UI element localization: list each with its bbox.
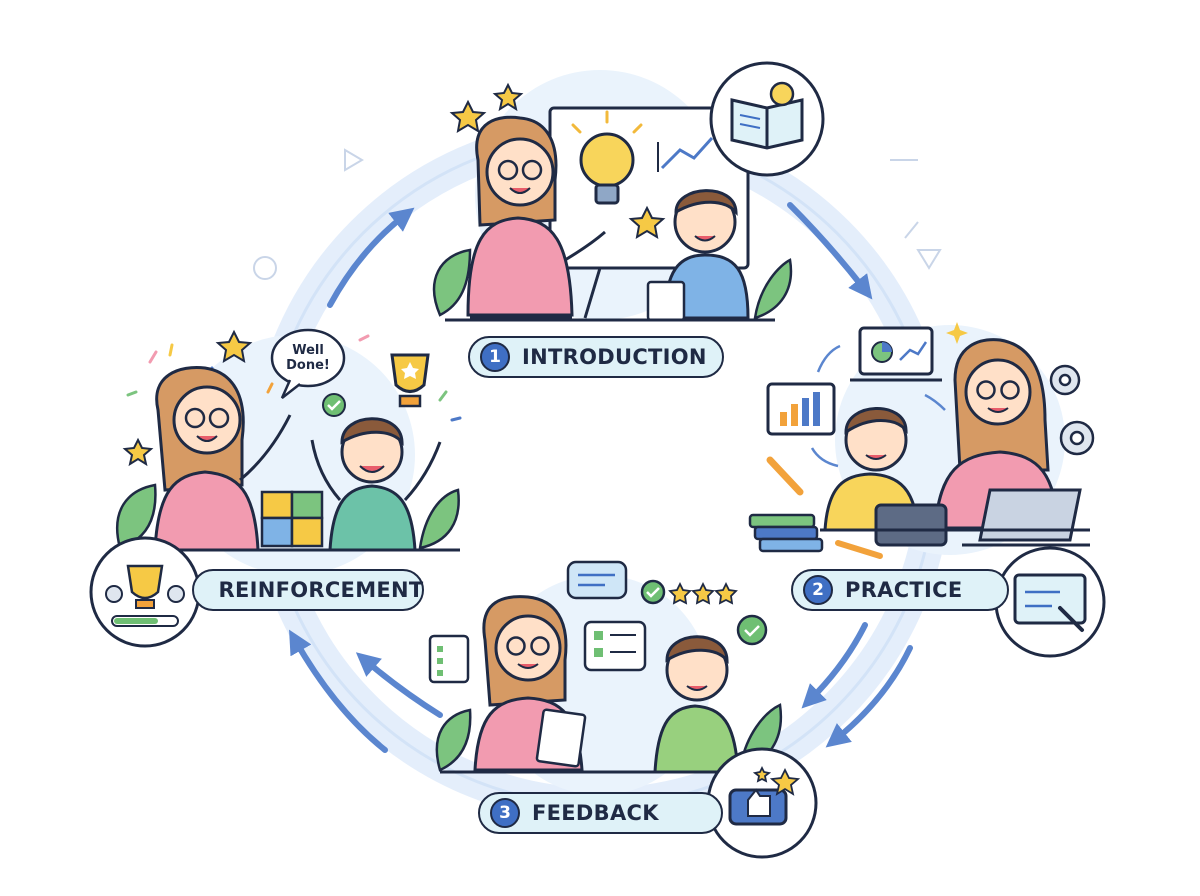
star-icon <box>215 329 253 363</box>
star-icon <box>449 99 487 133</box>
tablet-stylus-icon <box>994 546 1106 658</box>
speech-bubble-line: Well <box>292 343 324 358</box>
deco-triangle <box>916 249 942 270</box>
open-book-lightbulb-icon <box>709 61 825 177</box>
star-icon <box>628 205 666 239</box>
paper-icon <box>535 708 587 768</box>
stage-number-badge: 2 <box>803 575 833 605</box>
teacher-figure <box>473 595 587 772</box>
stage-label-text: FEEDBACK <box>532 801 659 825</box>
trend-line-icon <box>660 136 714 170</box>
arrow-practice-to-feedback-1 <box>801 622 868 709</box>
pencil-icon <box>835 540 883 559</box>
deco-circle <box>253 256 277 280</box>
arrow-feedback-to-reinforcement-1 <box>355 652 443 718</box>
trophy-gears-progress-icon <box>89 536 201 648</box>
notepad <box>646 280 686 322</box>
cycle-arrows <box>289 202 913 753</box>
puzzle-icon <box>260 490 324 548</box>
scene-reinforcement <box>110 328 462 575</box>
star-icon <box>122 437 154 467</box>
stage-label-introduction: 1 INTRODUCTION <box>468 336 724 378</box>
check-icon <box>322 393 346 417</box>
student-figure <box>310 417 442 552</box>
lightbulb-icon <box>571 110 643 205</box>
arrow-feedback-to-reinforcement-2 <box>289 629 388 753</box>
leaf <box>418 488 460 550</box>
pencil-icon <box>766 456 804 496</box>
checklist-icon <box>583 620 647 672</box>
teacher-figure <box>153 366 292 552</box>
books-icon <box>748 513 824 553</box>
scene-introduction <box>432 70 793 322</box>
tablet-icon <box>874 503 948 547</box>
scene-feedback <box>428 560 783 795</box>
laptop-icon <box>978 488 1082 542</box>
speech-bubble-line: Done! <box>286 358 330 373</box>
student-figure <box>823 407 920 532</box>
sparkle-icon <box>946 322 968 344</box>
star-icon <box>492 82 524 112</box>
thumbs-up-stars-icon <box>706 747 818 859</box>
laptop-chart-icon <box>858 326 934 376</box>
teacher-figure <box>466 115 606 320</box>
rating-stars-icon <box>668 581 738 605</box>
leaf <box>435 708 472 772</box>
check-bubble-icon <box>736 614 768 646</box>
stage-label-text: INTRODUCTION <box>522 345 707 369</box>
stage-label-feedback: 3 FEEDBACK <box>478 792 723 834</box>
chat-bubble-icon <box>566 560 628 600</box>
stage-number-badge: 1 <box>480 342 510 372</box>
speech-bubble-text: Well Done! <box>283 343 333 373</box>
stage-label-reinforcement: REINFORCEMENT <box>192 569 424 611</box>
decorative-shapes <box>253 148 942 280</box>
stage-number-badge: 3 <box>490 798 520 828</box>
stage-label-practice: 2 PRACTICE <box>791 569 1009 611</box>
student-figure <box>646 189 750 322</box>
stage-label-text: REINFORCEMENT <box>218 578 424 602</box>
trophy-icon <box>390 353 430 408</box>
clipboard-icon <box>428 634 470 684</box>
scene-practice <box>748 322 1095 559</box>
arrow-introduction-to-practice <box>787 202 873 300</box>
arrow-practice-to-feedback-2 <box>825 645 913 748</box>
speech-bubble <box>270 328 346 388</box>
deco-triangle <box>344 148 364 172</box>
leaf <box>753 258 793 320</box>
leaf <box>432 248 472 317</box>
student-figure <box>653 635 740 774</box>
check-icon <box>640 579 666 605</box>
stage-label-text: PRACTICE <box>845 578 963 602</box>
bar-chart-icon <box>766 382 836 436</box>
arrow-reinforcement-to-introduction <box>327 207 415 308</box>
gear-icon <box>1049 364 1095 456</box>
deco-dash <box>904 221 919 239</box>
